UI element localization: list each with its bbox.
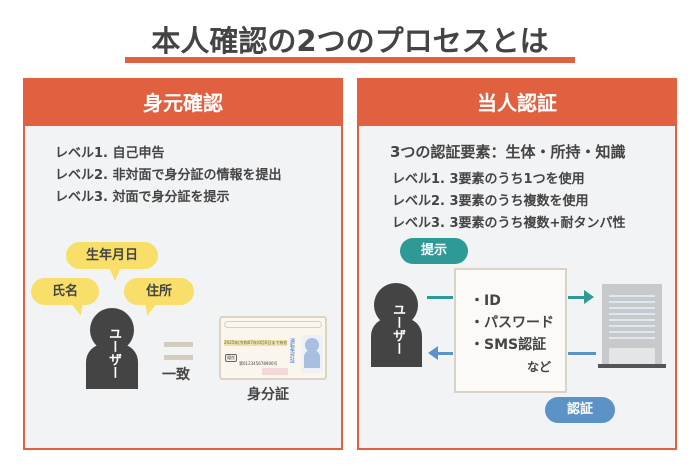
server-building-icon — [602, 284, 662, 365]
present-arrow — [568, 296, 586, 299]
authentication-panel: 当人認証 3つの認証要素：生体・所持・知識 レベル1. 3要素のうち1つを使用 … — [357, 78, 677, 450]
id-card-validity: 2025年(令和07年)0月0日まで有効 — [224, 340, 287, 346]
id-card-badge: 優良 — [225, 354, 237, 362]
panel-heading: 身元確認 — [25, 80, 341, 126]
level-1: レベル1. 自己申告 — [55, 146, 165, 161]
level-3: レベル3. 対面で身分証を提示 — [55, 190, 230, 205]
id-card-number: 第012345678900号 — [239, 361, 278, 366]
bubble-name: 氏名 — [31, 278, 99, 305]
building-base — [598, 364, 666, 368]
user-body-icon — [86, 344, 138, 389]
equals-icon — [164, 342, 193, 347]
user-label: ユーザー — [106, 327, 121, 379]
user-body-icon — [371, 318, 422, 367]
arrow-right-icon — [584, 290, 594, 304]
present-label: 提示 — [400, 238, 468, 264]
photo-icon — [305, 338, 319, 352]
id-card-label: 身分証 — [247, 387, 289, 403]
credential-id: ・ID — [470, 293, 501, 309]
user-label: ユーザー — [390, 303, 405, 355]
credential-password: ・パスワード — [470, 315, 554, 331]
level-3: レベル3. 3要素のうち複数+耐タンパ性 — [392, 216, 626, 231]
panel-heading: 当人認証 — [359, 80, 675, 126]
bubble-birthdate: 生年月日 — [66, 242, 158, 269]
equals-icon — [164, 355, 193, 360]
level-2: レベル2. 3要素のうち複数を使用 — [392, 194, 589, 209]
auth-arrow — [437, 352, 453, 355]
auth-factors: 3つの認証要素：生体・所持・知識 — [390, 143, 626, 161]
credentials-box: ・ID ・パスワード ・SMS認証 など — [454, 268, 567, 393]
credential-sms: ・SMS認証 — [470, 337, 547, 353]
auth-label: 認証 — [545, 397, 615, 423]
identity-verification-panel: 身元確認 レベル1. 自己申告 レベル2. 非対面で身分証の情報を提出 レベル3… — [23, 78, 343, 450]
level-1: レベル1. 3要素のうち1つを使用 — [392, 172, 585, 187]
etc-label: など — [527, 360, 552, 374]
auth-line — [568, 352, 596, 355]
id-card-image: 2025年(令和07年)0月0日まで有効 運転免許証 優良 第012345678… — [219, 316, 327, 380]
bubble-address: 住所 — [124, 278, 194, 305]
match-label: 一致 — [162, 367, 190, 383]
id-card-type: 運転免許証 — [290, 338, 295, 363]
arrow-left-icon — [428, 346, 438, 360]
page-title: 本人確認の2つのプロセスとは — [151, 24, 549, 58]
present-line — [427, 296, 453, 299]
level-2: レベル2. 非対面で身分証の情報を提出 — [55, 168, 282, 183]
bubble-tail — [109, 267, 121, 281]
title-underline — [125, 57, 575, 63]
